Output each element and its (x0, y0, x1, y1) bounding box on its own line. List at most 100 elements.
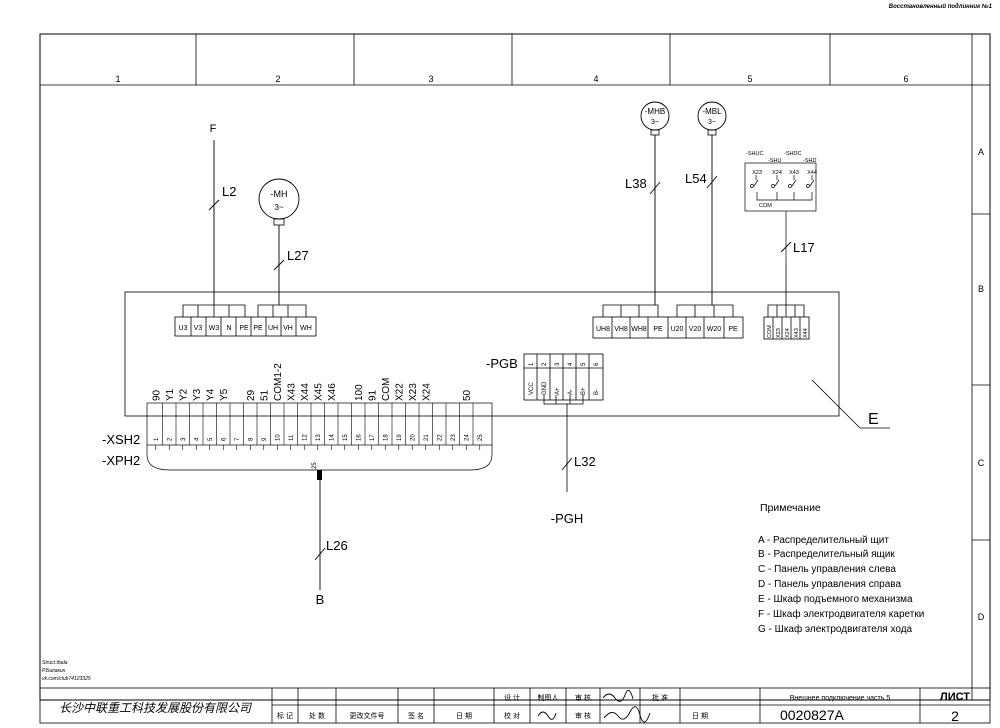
cable-l27-label: L27 (287, 248, 309, 263)
title-cell: 设 计 (504, 693, 520, 702)
signature-stamp: Struct.tfada Р.Балакин vk.com/club741233… (42, 660, 91, 682)
switch-shd-label: -SHD (803, 158, 816, 164)
connector-pin-number: 22 (437, 434, 443, 441)
cable-l17-tick (780, 241, 792, 253)
connector-pin-number: 14 (329, 434, 335, 441)
motor-mh-phase: 3~ (274, 203, 283, 212)
connector-signal-label: 29 (246, 389, 257, 401)
pgb-sig-a-plus: A+ (555, 387, 561, 395)
pgb-pin-6: 6 (594, 362, 600, 366)
switch-com-label: COM (759, 203, 772, 209)
terminal-vh8: VH8 (614, 326, 628, 333)
drawing-number: 0020827A (780, 707, 845, 723)
title-cell: 更改文件号 (350, 711, 385, 720)
note-item: A - Распределительный щит (758, 535, 889, 546)
signature-scribbles (537, 689, 651, 723)
row-label-b: B (978, 284, 984, 294)
notes-list: A - Распределительный щит B - Распредели… (758, 535, 924, 635)
note-item: B - Распределительный ящик (758, 549, 895, 560)
cable-l38-tick (649, 181, 661, 195)
connector-signal-label: 50 (462, 389, 473, 401)
cable-l26-label: L26 (326, 538, 348, 553)
column-label-2: 2 (275, 74, 280, 84)
cable-l32-label: L32 (574, 454, 596, 469)
row-label-a: A (978, 147, 984, 157)
connector-pin-number: 6 (221, 437, 227, 441)
pgb-pin-1: 1 (529, 362, 535, 366)
connector-pin-number: 13 (316, 434, 322, 441)
connector-pin-number: 7 (235, 437, 241, 441)
title-cell: 审 核 (575, 711, 591, 720)
switch-x24-label: X24 (772, 170, 782, 176)
notes-title: Примечание (760, 502, 821, 514)
title-cell: 审 核 (575, 693, 591, 702)
connector-signal-label: X22 (394, 383, 405, 401)
motor-mhb-label: -MHB (645, 107, 665, 116)
svg-text:Р.Балакин: Р.Балакин (42, 668, 66, 674)
terminal-uh8: UH8 (596, 326, 610, 333)
terminal-pe-1: PE (239, 325, 249, 332)
terminal-x43-r: X43 (794, 328, 800, 338)
title-cell: 签 名 (408, 711, 424, 720)
connector-pin-number: 9 (262, 437, 268, 441)
switch-shdc-label: -SHDC (784, 151, 801, 157)
svg-text:Struct.tfada: Struct.tfada (42, 660, 68, 666)
connector-pin-number: 18 (383, 434, 389, 441)
connector-signal-label: X23 (408, 383, 419, 401)
terminal-wh: WH (300, 325, 312, 332)
left-terminal-strip (174, 304, 317, 337)
switch-x43-label: X43 (789, 170, 799, 176)
b-label: B (316, 592, 325, 607)
svg-text:vk.com/club74123325: vk.com/club74123325 (42, 676, 91, 682)
cabinet-e-box (124, 291, 840, 417)
column-label-6: 6 (903, 74, 908, 84)
terminal-w20: W20 (707, 326, 722, 333)
pgb-pin-5: 5 (581, 362, 587, 366)
connector-signal-label: COM (381, 378, 392, 401)
connector-pin-number: 25 (478, 434, 484, 441)
connector-signal-label: Y2 (178, 388, 189, 401)
column-label-3: 3 (428, 74, 433, 84)
connector-signal-label: 51 (259, 389, 270, 401)
title-cell: 日 期 (692, 712, 708, 720)
motor-mh-terminal (273, 218, 285, 226)
cable-l38-label: L38 (625, 176, 647, 191)
terminal-pe-3: PE (653, 326, 663, 333)
terminal-pe-4: PE (728, 326, 738, 333)
connector-pin-dividers (155, 403, 481, 450)
column-label-5: 5 (747, 74, 752, 84)
connector-pin-number: 1 (154, 437, 160, 441)
pgb-pin-3: 3 (555, 362, 561, 366)
pin-25-marker (317, 470, 322, 480)
switch-shu-label: -SHU (768, 158, 781, 164)
connector-pin-number: 19 (397, 434, 403, 441)
note-item: F - Шкаф электродвигателя каретки (758, 608, 924, 620)
switch-shuc-label: -SHUC (746, 151, 763, 157)
pgh-label: -PGH (551, 511, 584, 526)
terminal-x44-r: X44 (803, 328, 809, 338)
pin-25-label: 25 (312, 462, 318, 469)
title-cell: 标 记 (277, 711, 293, 720)
terminal-u3: U3 (179, 325, 188, 332)
column-dividers (195, 34, 831, 85)
pgb-connector (523, 353, 604, 492)
terminal-n: N (226, 325, 231, 332)
pgb-sig-gnd: GND (542, 381, 548, 395)
cable-l27-tick (273, 259, 285, 271)
terminal-com-r: COM (767, 325, 773, 338)
connector-pin-number: 2 (167, 437, 173, 441)
terminal-w3: W3 (209, 325, 220, 332)
note-item: D - Панель управления справа (758, 579, 901, 590)
title-cell: 制图人 (538, 693, 559, 702)
feeder-f-label: F (210, 123, 217, 135)
connector-signal-label: Y3 (192, 388, 203, 401)
mid-terminal-strip (592, 304, 744, 339)
terminal-x23-r: X23 (776, 328, 782, 338)
connector-signal-label: X44 (300, 383, 311, 401)
cable-l54-label: L54 (685, 171, 707, 186)
note-item: E - Шкаф подъемного механизма (758, 593, 913, 605)
pgb-sig-vcc: VCC (529, 382, 535, 395)
connector-signal-label: Y5 (219, 388, 230, 401)
pgb-pin-4: 4 (568, 362, 574, 366)
